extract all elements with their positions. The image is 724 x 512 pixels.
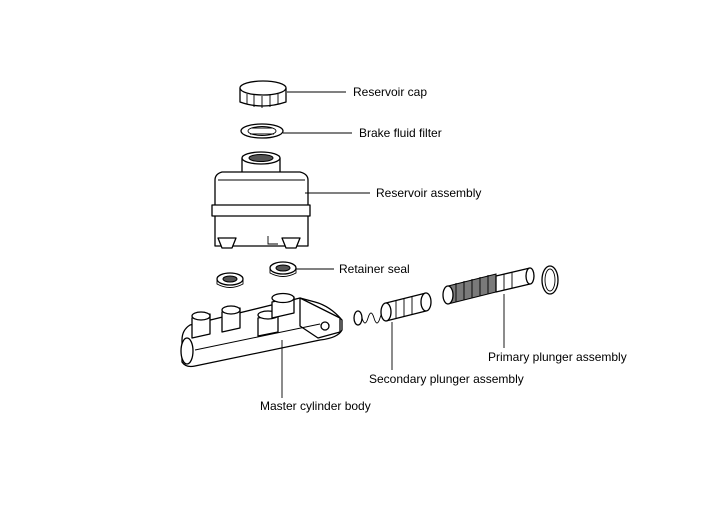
label-reservoir-assembly: Reservoir assembly	[376, 186, 481, 200]
brake-fluid-filter	[240, 123, 284, 139]
snap-ring	[541, 265, 559, 295]
label-brake-fluid-filter: Brake fluid filter	[359, 126, 442, 140]
label-master-cylinder-body: Master cylinder body	[260, 399, 371, 413]
primary-plunger-assembly	[442, 267, 535, 305]
reservoir-assembly	[211, 151, 311, 249]
label-secondary-plunger-assembly: Secondary plunger assembly	[369, 372, 524, 386]
retainer-seal-right	[269, 261, 297, 277]
reservoir-cap	[239, 80, 287, 108]
label-primary-plunger-assembly: Primary plunger assembly	[488, 350, 627, 364]
retainer-seal-left	[216, 272, 244, 288]
label-retainer-seal: Retainer seal	[339, 262, 410, 276]
master-cylinder-body	[180, 292, 343, 368]
label-reservoir-cap: Reservoir cap	[353, 85, 427, 99]
secondary-plunger-assembly	[353, 292, 432, 326]
